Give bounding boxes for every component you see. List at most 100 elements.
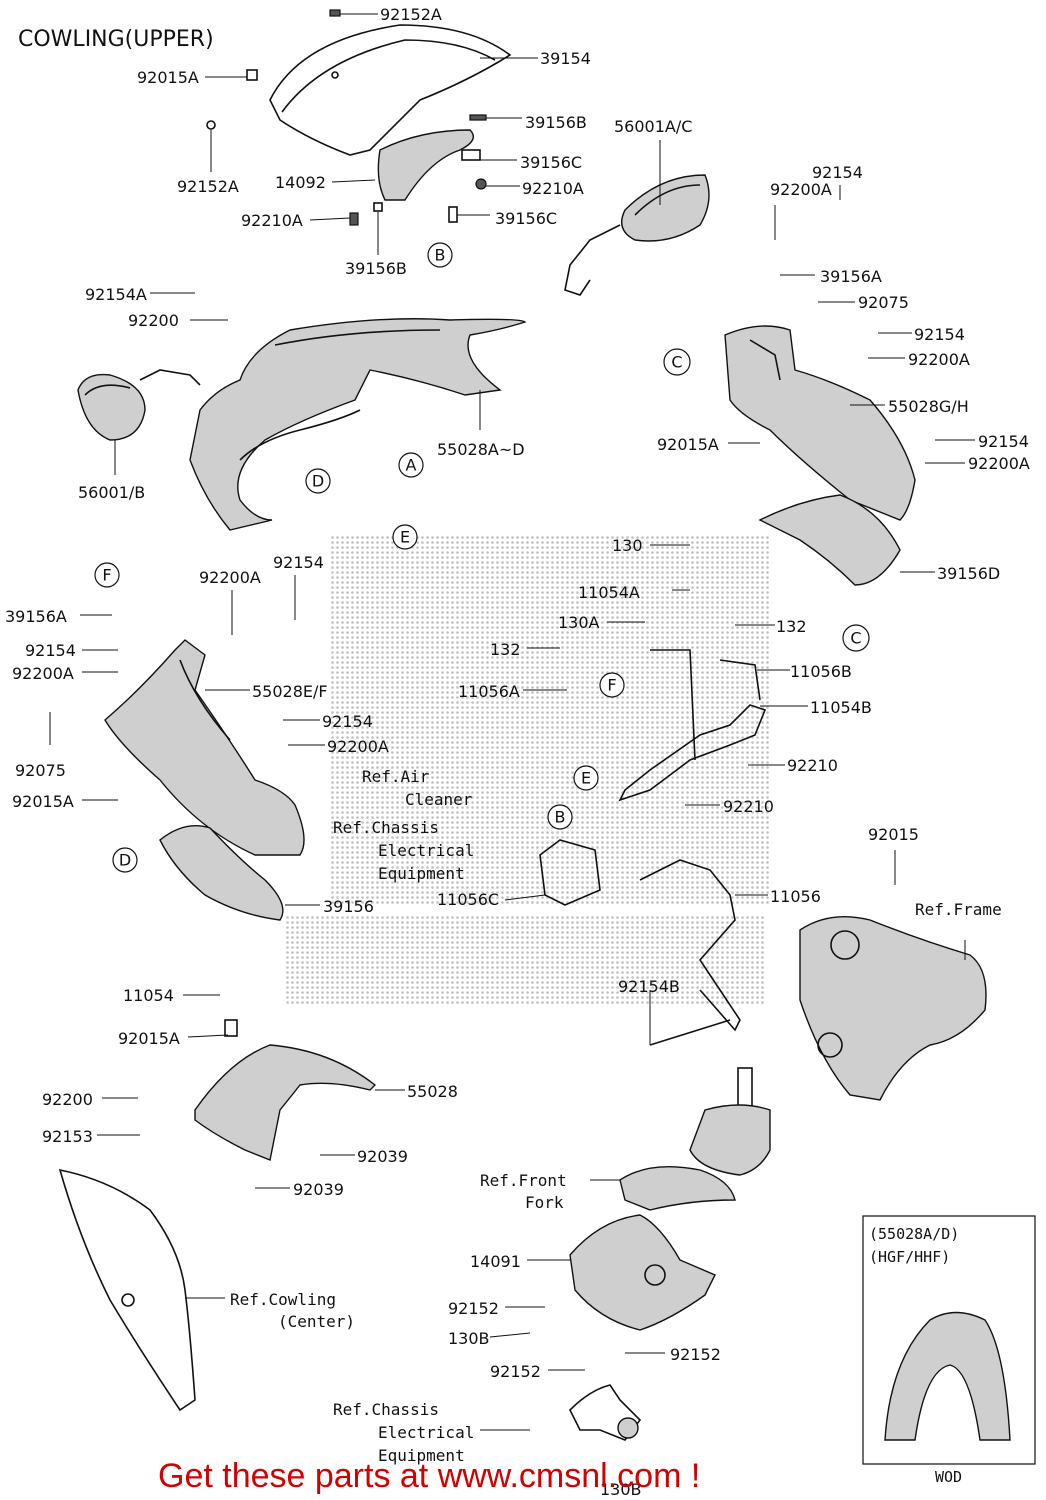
callout-92200A-a: 92200A: [770, 180, 832, 199]
steering-stem-part: [619, 1067, 771, 1211]
right-mirror-part: [564, 174, 710, 296]
callout-39156A-a: 39156A: [820, 267, 882, 286]
callout-92154A: 92154A: [85, 285, 147, 304]
callout-55028: 55028: [407, 1082, 458, 1101]
ref-air-cleaner-line2: Cleaner: [405, 790, 473, 809]
ref-front-fork-line1: Ref.Front: [480, 1171, 567, 1190]
inset-label: WOD: [935, 1468, 962, 1486]
marker-f-2: F: [599, 672, 625, 698]
callout-92015A-d: 92015A: [118, 1029, 180, 1048]
callout-11056B: 11056B: [790, 662, 852, 681]
callout-39156B-a: 39156B: [525, 113, 587, 132]
center-cowling-part: [58, 1168, 196, 1412]
marker-a: A: [398, 452, 424, 478]
marker-d-1: D: [305, 468, 331, 494]
watermark: [285, 535, 770, 1005]
circled-markers: A B B C C D D E E F F: [94, 242, 870, 873]
marker-b-1: B: [427, 242, 453, 268]
ref-chassis-1-line1: Ref.Chassis: [333, 818, 439, 837]
callout-130-a: 130: [612, 536, 643, 555]
callout-92200A-e: 92200A: [12, 664, 74, 683]
ref-chassis-1-line2: Electrical: [378, 841, 474, 860]
marker-e-1: E: [392, 524, 418, 550]
reference-labels: Ref.Air Cleaner Ref.Chassis Electrical E…: [230, 767, 1002, 1465]
marker-b-2: B: [547, 804, 573, 830]
diagram-title: COWLING(UPPER): [18, 27, 214, 52]
windshield-part: [269, 24, 512, 156]
callout-56001B: 56001/B: [78, 483, 145, 502]
ref-chassis-1-line3: Equipment: [378, 864, 465, 883]
ref-chassis-2-line2: Electrical: [378, 1423, 474, 1442]
ref-cowling-center-line1: Ref.Cowling: [230, 1290, 336, 1309]
callout-130B-b: 130B: [600, 1480, 642, 1499]
frame-part: [799, 915, 987, 1101]
callout-132-b: 132: [490, 640, 521, 659]
panel-39156D: [758, 494, 901, 586]
callout-92200A-b: 92200A: [908, 350, 970, 369]
callout-92200A-f: 92200A: [327, 737, 389, 756]
ref-cowling-center-line2: (Center): [278, 1312, 355, 1331]
inner-cowling-part: [194, 1019, 377, 1161]
lower-ref-bracket-part: [569, 1384, 642, 1441]
callout-92152-a: 92152: [448, 1299, 499, 1318]
callout-55028AD: 55028A~D: [437, 440, 525, 459]
callout-39156C-b: 39156C: [495, 209, 557, 228]
callout-92200A-d: 92200A: [199, 568, 261, 587]
callout-92039-a: 92039: [357, 1147, 408, 1166]
svg-text:C: C: [850, 629, 861, 648]
callout-92152A-b: 92152A: [177, 177, 239, 196]
right-side-cowling-part: [724, 325, 916, 521]
callout-92152-b: 92152: [490, 1362, 541, 1381]
callout-92015A-c: 92015A: [12, 792, 74, 811]
callout-92075-b: 92075: [15, 761, 66, 780]
meter-cover-part: [377, 129, 474, 201]
callout-92015A-a: 92015A: [137, 68, 199, 87]
ref-chassis-2-line1: Ref.Chassis: [333, 1400, 439, 1419]
callout-39156C-a: 39156C: [520, 153, 582, 172]
callout-92200-b: 92200: [42, 1090, 93, 1109]
cowling-stay-part: [539, 649, 767, 1046]
inset-line2: (HGF/HHF): [869, 1248, 950, 1266]
marker-c-1: C: [663, 348, 691, 376]
callout-14092: 14092: [275, 173, 326, 192]
marker-d-2: D: [112, 847, 138, 873]
svg-text:E: E: [581, 769, 591, 788]
ref-air-cleaner-line1: Ref.Air: [362, 767, 430, 786]
upper-cowling-part: [189, 318, 527, 531]
callout-92152-c: 92152: [670, 1345, 721, 1364]
callout-labels: 92152A 92015A 39154 39156B 56001A/C 3915…: [5, 5, 1030, 1499]
marker-e-2: E: [573, 765, 599, 791]
footer-promo: Get these parts at www.cmsnl.com !: [158, 1457, 700, 1495]
callout-11054: 11054: [123, 986, 174, 1005]
meter-cover-14091-part: [569, 1214, 716, 1331]
svg-text:A: A: [406, 456, 417, 475]
callout-92039-b: 92039: [293, 1180, 344, 1199]
svg-text:F: F: [607, 676, 616, 695]
callout-11056: 11056: [770, 887, 821, 906]
callout-92153: 92153: [42, 1127, 93, 1146]
callout-92210-b: 92210: [723, 797, 774, 816]
panel-39156: [159, 825, 284, 921]
callout-55028GH: 55028G/H: [888, 397, 969, 416]
callout-39156A-b: 39156A: [5, 607, 67, 626]
callout-11056C: 11056C: [437, 890, 499, 909]
callout-39156D: 39156D: [937, 564, 1000, 583]
callout-39156: 39156: [323, 897, 374, 916]
callout-132-a: 132: [776, 617, 807, 636]
svg-text:C: C: [671, 353, 682, 372]
left-side-cowling-part: [104, 639, 305, 856]
callout-92015: 92015: [868, 825, 919, 844]
callout-92075-a: 92075: [858, 293, 909, 312]
ref-chassis-2-line3: Equipment: [378, 1446, 465, 1465]
callout-92154-a: 92154: [812, 163, 863, 182]
svg-text:B: B: [435, 246, 446, 265]
callout-39154: 39154: [540, 49, 591, 68]
callout-92152A-top: 92152A: [380, 5, 442, 24]
callout-92015A-b: 92015A: [657, 435, 719, 454]
callout-92154-e: 92154: [25, 641, 76, 660]
svg-text:D: D: [119, 851, 131, 870]
callout-92210A-a: 92210A: [522, 179, 584, 198]
inset-line1: (55028A/D): [869, 1225, 959, 1243]
callout-92210A-b: 92210A: [241, 211, 303, 230]
